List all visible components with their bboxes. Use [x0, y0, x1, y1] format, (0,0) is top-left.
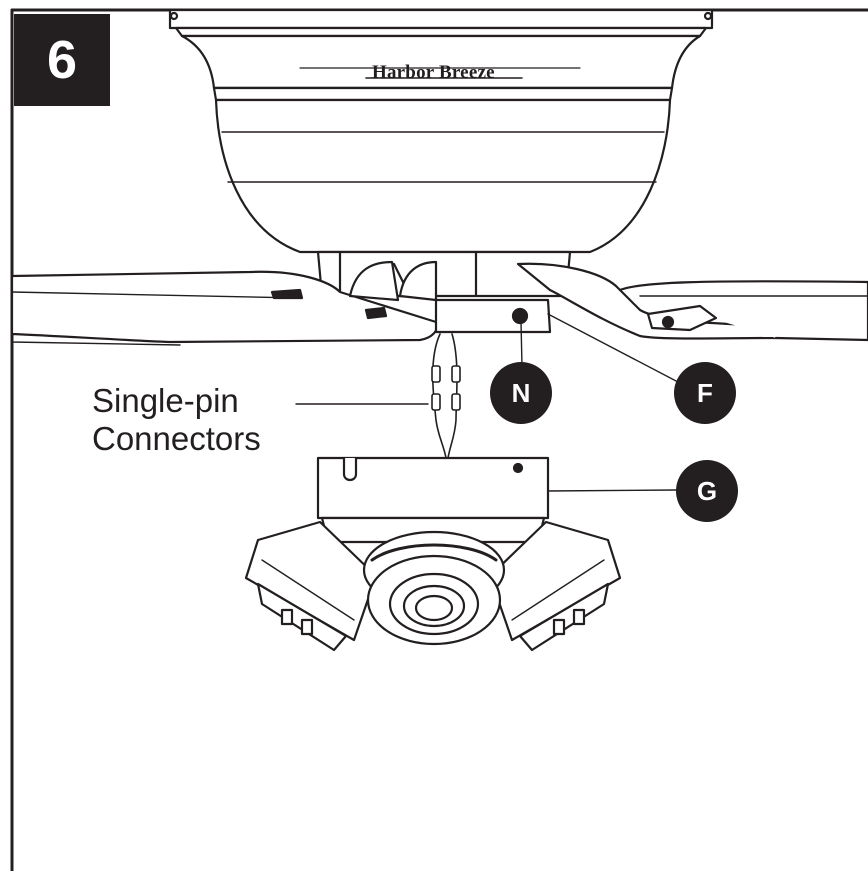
- part-letter-f: F: [697, 378, 713, 409]
- connectors-label: Single-pin Connectors: [92, 382, 261, 458]
- step-number: 6: [47, 29, 77, 91]
- part-badge-n: N: [490, 362, 552, 424]
- connector-wires: [432, 334, 460, 458]
- light-shade-center: [364, 532, 504, 644]
- light-kit-housing: [318, 458, 548, 542]
- step-number-badge: 6: [14, 14, 110, 106]
- part-letter-g: G: [697, 476, 717, 507]
- motor-housing: [170, 10, 712, 252]
- connectors-label-line2: Connectors: [92, 420, 261, 458]
- part-letter-n: N: [512, 378, 531, 409]
- fan-blade-right: [518, 264, 868, 340]
- connectors-label-line1: Single-pin: [92, 382, 261, 420]
- part-badge-f: F: [674, 362, 736, 424]
- part-badge-g: G: [676, 460, 738, 522]
- brand-logo: Harbor Breeze: [372, 62, 495, 84]
